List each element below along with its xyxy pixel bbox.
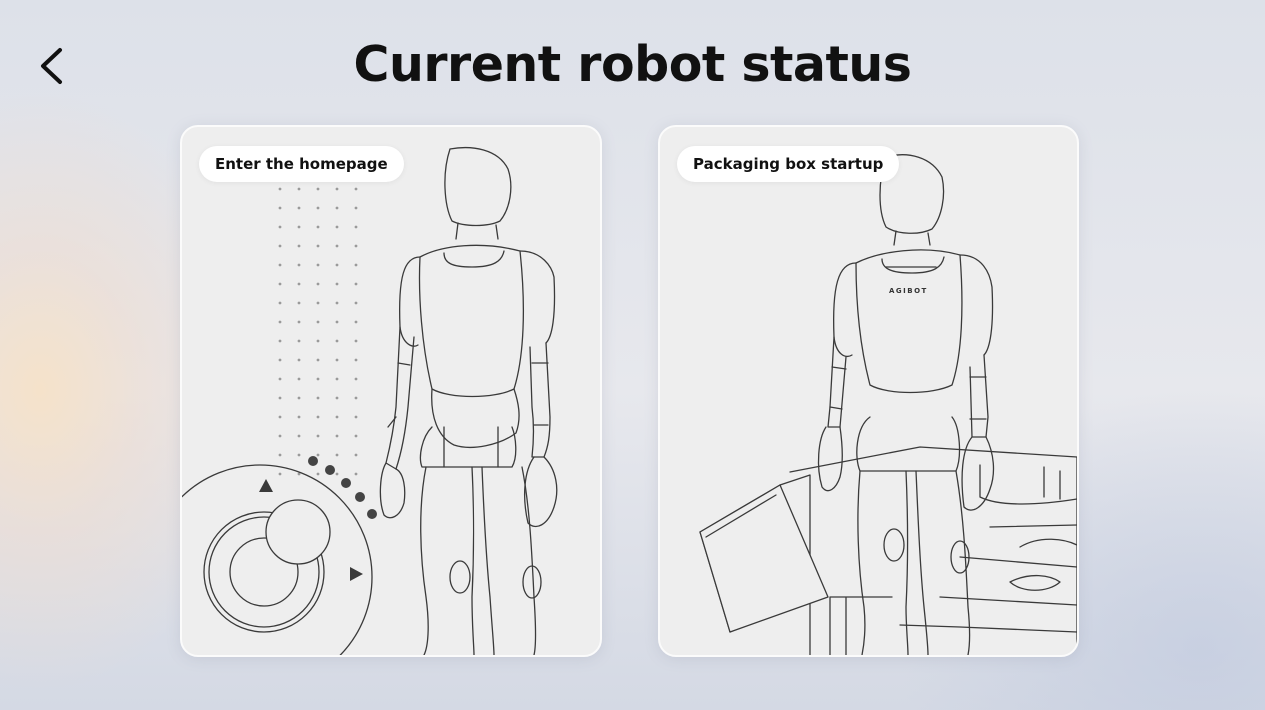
grid-dot bbox=[297, 263, 301, 267]
grid-dot bbox=[316, 301, 320, 305]
grid-dot bbox=[354, 263, 358, 267]
grid-dot bbox=[278, 472, 282, 476]
grid-dot bbox=[354, 434, 358, 438]
grid-dot bbox=[316, 339, 320, 343]
grid-dot bbox=[354, 396, 358, 400]
grid-dot bbox=[297, 282, 301, 286]
grid-dot bbox=[354, 244, 358, 248]
grid-dot bbox=[335, 396, 339, 400]
robot-in-box-illustration: AGIBOT bbox=[699, 154, 1077, 655]
grid-dot bbox=[316, 206, 320, 210]
grid-dot bbox=[316, 263, 320, 267]
grid-dot bbox=[316, 225, 320, 229]
grid-dot bbox=[297, 472, 301, 476]
grid-dot bbox=[335, 377, 339, 381]
grid-dot bbox=[335, 187, 339, 191]
grid-dot bbox=[297, 434, 301, 438]
grid-dot bbox=[278, 263, 282, 267]
controller-graphic bbox=[182, 464, 373, 655]
grid-dot bbox=[354, 472, 358, 476]
grid-dot bbox=[335, 301, 339, 305]
grid-dot bbox=[297, 301, 301, 305]
brand-logo: AGIBOT bbox=[889, 287, 928, 295]
robot-standing-illustration bbox=[182, 146, 558, 655]
grid-dot bbox=[354, 206, 358, 210]
grid-dot bbox=[316, 396, 320, 400]
grid-dot bbox=[316, 453, 320, 457]
grid-dot bbox=[354, 415, 358, 419]
grid-dot bbox=[354, 358, 358, 362]
grid-dot bbox=[335, 339, 339, 343]
grid-dot bbox=[335, 320, 339, 324]
grid-dot bbox=[278, 187, 282, 191]
grid-dot bbox=[354, 320, 358, 324]
grid-dot bbox=[297, 396, 301, 400]
grid-dot bbox=[278, 339, 282, 343]
grid-dot bbox=[278, 358, 282, 362]
grid-dot bbox=[297, 339, 301, 343]
grid-dot bbox=[278, 415, 282, 419]
grid-dot bbox=[354, 453, 358, 457]
grid-dot bbox=[297, 206, 301, 210]
grid-dot bbox=[316, 472, 320, 476]
grid-dot bbox=[316, 320, 320, 324]
dot-grid-decoration bbox=[278, 187, 358, 476]
grid-dot bbox=[316, 377, 320, 381]
grid-dot bbox=[297, 415, 301, 419]
grid-dot bbox=[335, 434, 339, 438]
grid-dot bbox=[354, 377, 358, 381]
grid-dot bbox=[316, 244, 320, 248]
grid-dot bbox=[278, 206, 282, 210]
page-title: Current robot status bbox=[353, 36, 912, 93]
grid-dot bbox=[278, 320, 282, 324]
back-button[interactable] bbox=[30, 42, 78, 90]
option-card-enter-homepage[interactable]: Enter the homepage bbox=[180, 125, 602, 657]
grid-dot bbox=[335, 282, 339, 286]
grid-dot bbox=[278, 453, 282, 457]
grid-dot bbox=[278, 434, 282, 438]
chevron-left-icon bbox=[41, 48, 62, 84]
grid-dot bbox=[316, 187, 320, 191]
grid-dot bbox=[354, 339, 358, 343]
grid-dot bbox=[278, 377, 282, 381]
grid-dot bbox=[297, 244, 301, 248]
grid-dot bbox=[335, 472, 339, 476]
grid-dot bbox=[278, 244, 282, 248]
grid-dot bbox=[297, 377, 301, 381]
grid-dot bbox=[316, 415, 320, 419]
option-card-packaging-box-startup[interactable]: AGIBOT Packaging box startup bbox=[658, 125, 1079, 657]
grid-dot bbox=[278, 225, 282, 229]
grid-dot bbox=[335, 415, 339, 419]
grid-dot bbox=[335, 358, 339, 362]
grid-dot bbox=[335, 244, 339, 248]
grid-dot bbox=[335, 225, 339, 229]
grid-dot bbox=[354, 282, 358, 286]
grid-dot bbox=[278, 301, 282, 305]
grid-dot bbox=[335, 453, 339, 457]
grid-dot bbox=[316, 434, 320, 438]
grid-dot bbox=[297, 358, 301, 362]
grid-dot bbox=[297, 225, 301, 229]
grid-dot bbox=[354, 187, 358, 191]
grid-dot bbox=[354, 301, 358, 305]
grid-dot bbox=[297, 453, 301, 457]
grid-dot bbox=[316, 282, 320, 286]
grid-dot bbox=[278, 396, 282, 400]
option-label: Packaging box startup bbox=[677, 146, 900, 182]
grid-dot bbox=[297, 320, 301, 324]
grid-dot bbox=[278, 282, 282, 286]
grid-dot bbox=[297, 187, 301, 191]
grid-dot bbox=[335, 206, 339, 210]
grid-dot bbox=[335, 263, 339, 267]
grid-dot bbox=[316, 358, 320, 362]
option-label: Enter the homepage bbox=[199, 146, 404, 182]
grid-dot bbox=[354, 225, 358, 229]
